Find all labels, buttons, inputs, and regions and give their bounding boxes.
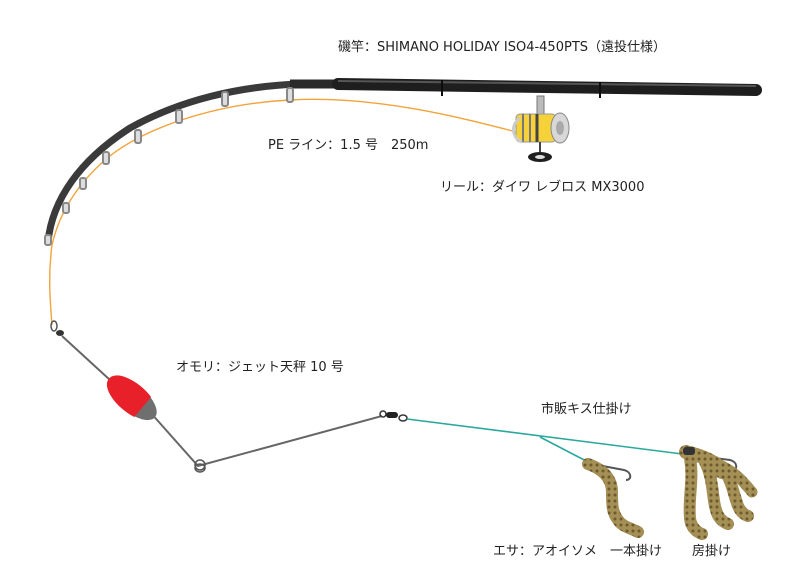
reel-label: リール：ダイワ レブロス MX3000	[440, 180, 645, 195]
snap-icon	[50, 320, 64, 336]
jet-sinker-icon	[106, 375, 157, 421]
rod-label: 磯竿：SHIMANO HOLIDAY ISO4-450PTS（遠投仕様）	[338, 40, 667, 55]
bait-cluster-label: 房掛け	[692, 544, 732, 559]
worm-cluster-icon	[679, 445, 758, 540]
leader-line	[406, 418, 691, 464]
tenbin-coil-icon	[194, 459, 206, 473]
pe-line	[48, 98, 529, 326]
worm-icon	[582, 458, 644, 538]
sinker-label: オモリ：ジェット天秤 10 号	[176, 360, 344, 375]
swivel-icon	[379, 410, 408, 422]
hook-icon	[591, 463, 632, 481]
spinning-reel-icon	[512, 95, 570, 162]
rig-label: 市販キス仕掛け	[541, 402, 632, 417]
line-label: PE ライン：1.5 号 250m	[268, 138, 429, 153]
fishing-rod-icon	[44, 78, 762, 246]
bait-label: エサ：アオイソメ 一本掛け	[493, 544, 663, 559]
tenbin-wire	[61, 335, 383, 468]
